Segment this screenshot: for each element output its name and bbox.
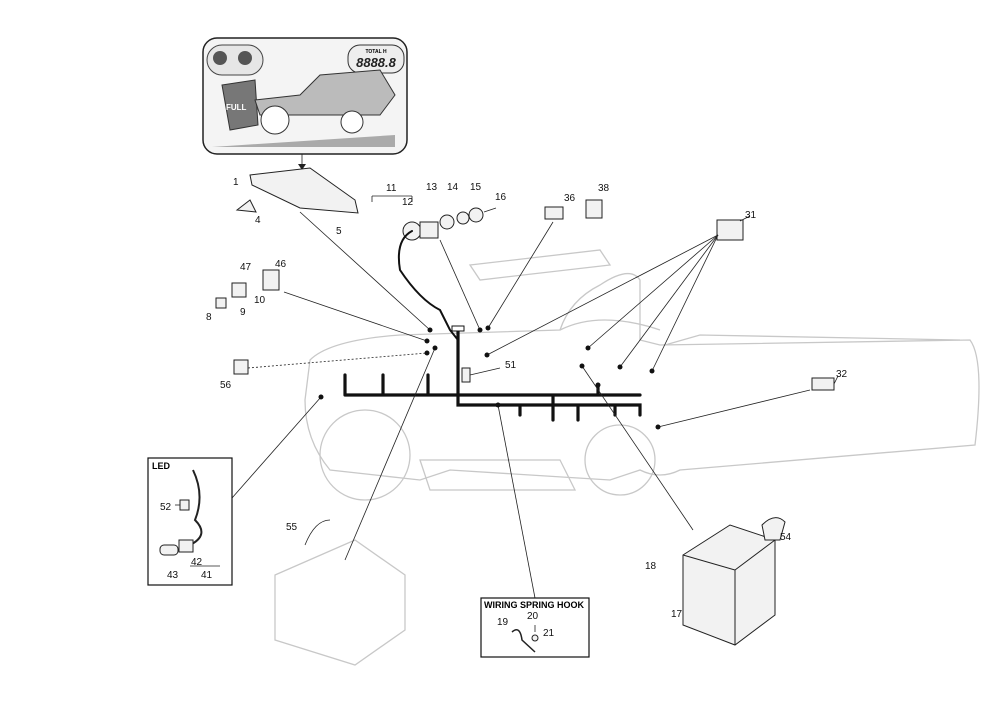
callout-51: 51 [505, 360, 517, 371]
dashboard-display-panel: TOTAL H 8888.8 FULL [202, 37, 408, 170]
callout-18: 18 [645, 561, 657, 572]
switch-38-part [585, 199, 603, 219]
hook-box-title: WIRING SPRING HOOK [484, 600, 585, 610]
relay-56-part [233, 359, 249, 375]
callout-46: 46 [275, 259, 287, 270]
callout-41: 41 [201, 570, 213, 581]
switch-32-part [811, 377, 835, 391]
relay-block-part [262, 269, 280, 291]
callout-10: 10 [254, 295, 266, 306]
callout-9: 9 [240, 307, 246, 318]
callout-20: 20 [527, 611, 539, 622]
callout-5: 5 [336, 226, 342, 237]
wiring-harness [343, 230, 642, 422]
bracket-part [235, 199, 257, 213]
callout-55: 55 [286, 522, 298, 533]
fuel-icon [213, 51, 227, 65]
callout-32: 32 [836, 369, 848, 380]
callout-19: 19 [497, 617, 509, 628]
callout-47: 47 [240, 262, 252, 273]
callout-31: 31 [745, 210, 757, 221]
callout-16: 16 [495, 192, 507, 203]
connector-part [231, 282, 247, 298]
callout-56: 56 [220, 380, 232, 391]
switch-36-part [544, 206, 564, 220]
callout-15: 15 [470, 182, 482, 193]
callout-1: 1 [233, 177, 239, 188]
connection-dots [318, 325, 661, 430]
dash-housing-part [249, 167, 359, 214]
callout-43: 43 [167, 570, 179, 581]
callout-36: 36 [564, 193, 576, 204]
callout-13: 13 [426, 182, 438, 193]
callout-54: 54 [780, 532, 792, 543]
switch-31-part [716, 219, 744, 241]
callout-4: 4 [255, 215, 261, 226]
terminal-cap-part [761, 517, 786, 541]
callout-8: 8 [206, 312, 212, 323]
leader-lines [231, 195, 839, 599]
callout-42: 42 [191, 557, 203, 568]
total-hours-label: TOTAL H [365, 49, 387, 55]
led-box-title: LED [152, 461, 171, 471]
callout-12: 12 [402, 197, 414, 208]
callout-17: 17 [671, 609, 683, 620]
callout-14: 14 [447, 182, 459, 193]
grass-bag-full-label: FULL [226, 103, 247, 112]
battery-icon [238, 51, 252, 65]
callout-11: 11 [386, 183, 397, 194]
tractor-outline [304, 249, 980, 501]
callout-38: 38 [598, 183, 610, 194]
led-detail-box: LED [147, 457, 233, 586]
connector-small-part [215, 297, 227, 309]
callout-52: 52 [160, 502, 172, 513]
hour-counter-value: 8888.8 [356, 55, 397, 70]
callout-labels: 1 4 5 8 9 10 11 12 13 14 15 16 17 18 19 … [160, 177, 848, 639]
wiring-spring-hook-box: WIRING SPRING HOOK [480, 597, 590, 658]
callout-21: 21 [543, 628, 555, 639]
fuel-tank-outline [274, 539, 406, 666]
